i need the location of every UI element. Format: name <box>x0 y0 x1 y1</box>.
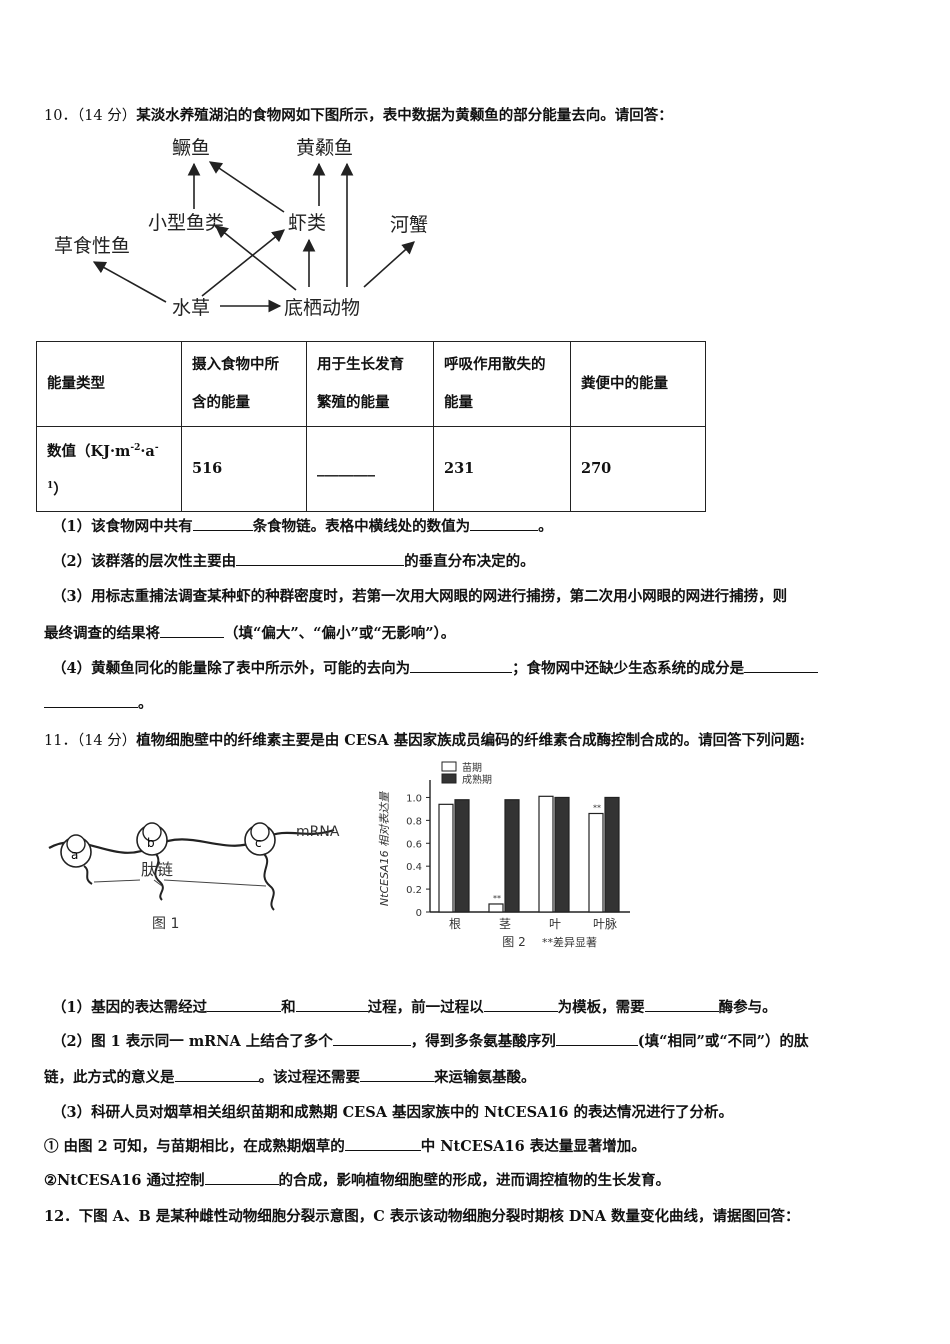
arrow-shuicao-to-caoshi <box>92 261 167 303</box>
table-header-cell: 摄入食物中所含的能量 <box>181 341 307 427</box>
x-tick-label: 茎 <box>499 917 511 931</box>
table-row: 数值（KJ·m-2·a-1） 516 ________ 231 270 <box>36 426 706 512</box>
q10-sub4-cont: 。 <box>44 692 153 713</box>
figure-1-translation: a b c mRNA 肽链 图 1 <box>48 822 340 932</box>
table-header-cell: 能量类型 <box>36 341 182 427</box>
arrow-shuicao-to-xia <box>201 229 285 297</box>
svg-text:a: a <box>71 848 78 862</box>
q10-sub2: （2）该群落的层次性主要由的垂直分布决定的。 <box>52 553 535 570</box>
q10-sub1: （1）该食物网中共有条食物链。表格中横线处的数值为。 <box>52 518 553 535</box>
bar-苗期-叶脉 <box>588 812 604 913</box>
arrow-xia-to-guiyu <box>208 161 285 213</box>
svg-text:b: b <box>147 836 155 850</box>
q10-stem: 10．（14 分）某淡水养殖湖泊的食物网如下图所示，表中数据为黄颡鱼的部分能量去… <box>44 104 673 125</box>
x-tick-label: 叶脉 <box>593 916 617 931</box>
mrna-label: mRNA <box>296 824 340 840</box>
x-tick-label: 根 <box>449 917 461 931</box>
energy-table: 能量类型 摄入食物中所含的能量 用于生长发育繁殖的能量 呼吸作用散失的能量 粪便… <box>36 341 706 512</box>
y-tick-label: 0.2 <box>406 885 422 896</box>
q10-stem-text: 某淡水养殖湖泊的食物网如下图所示，表中数据为黄颡鱼的部分能量去向。请回答： <box>136 107 673 124</box>
ribosome-c: c <box>244 822 276 856</box>
node-guiyu: 鳜鱼 <box>172 137 210 159</box>
table-cell-blank: ________ <box>306 426 434 512</box>
legend-label: 成熟期 <box>462 773 492 786</box>
q11-sub2-cont: 链，此方式的意义是。该过程还需要来运输氨基酸。 <box>44 1069 536 1086</box>
bar-成熟期-茎 <box>504 799 520 913</box>
table-row-label: 数值（KJ·m-2·a-1） <box>36 426 182 512</box>
significance-mark: ** <box>493 894 501 903</box>
bar-苗期-叶 <box>538 795 554 913</box>
food-web-diagram: 鳜鱼 黄颡鱼 小型鱼类 虾类 河蟹 草食性鱼 水草 底栖动物 <box>54 137 428 319</box>
y-tick-label: 0 <box>416 908 422 919</box>
q11-sub3: （3）科研人员对烟草相关组织苗期和成熟期 CESA 基因家族中的 NtCESA1… <box>52 1104 734 1121</box>
figure-1-caption: 图 1 <box>152 916 179 932</box>
table-header-cell: 呼吸作用散失的能量 <box>433 341 571 427</box>
q10-sub4: （4）黄颡鱼同化的能量除了表中所示外，可能的去向为；食物网中还缺少生态系统的成分… <box>52 657 819 678</box>
q10-number: 10． <box>44 108 77 124</box>
node-hexie: 河蟹 <box>390 214 428 236</box>
peptide-a <box>83 865 93 885</box>
arrow-diqi-to-xiaoxing <box>215 225 297 291</box>
arrow-diqi-to-hexie <box>363 241 415 288</box>
q10-sub3-cont: 最终调查的结果将（填“偏大”、“偏小”或“无影响”）。 <box>44 625 456 642</box>
node-xiaoxingyulei: 小型鱼类 <box>148 212 224 234</box>
y-axis-label: NtCESA16 相对表达量 <box>378 791 391 906</box>
node-shuicao: 水草 <box>172 297 210 319</box>
q11-sub1: （1）基因的表达需经过和过程，前一过程以为模板，需要酶参与。 <box>52 999 777 1016</box>
table-cell: 270 <box>570 426 706 512</box>
q10-score: （14 分） <box>76 108 137 124</box>
bar-苗期-茎 <box>488 903 504 913</box>
legend-swatch <box>441 761 457 772</box>
q12-stem: 12．下图 A、B 是某种雌性动物细胞分裂示意图，C 表示该动物细胞分裂时期核 … <box>44 1208 800 1225</box>
figure-2-caption: 图 2 <box>502 935 525 949</box>
table-header-row: 能量类型 摄入食物中所含的能量 用于生长发育繁殖的能量 呼吸作用散失的能量 粪便… <box>36 341 706 427</box>
peptide-label: 肽链 <box>141 860 173 879</box>
ribosome-b: b <box>136 822 168 856</box>
legend-swatch <box>441 773 457 784</box>
bar-成熟期-叶脉 <box>604 796 620 913</box>
peptide-b <box>154 853 164 901</box>
table-cell: 516 <box>181 426 307 512</box>
node-caoshixingyu: 草食性鱼 <box>54 235 130 257</box>
bar-苗期-根 <box>438 803 454 913</box>
table-cell: 231 <box>433 426 571 512</box>
figure-2-note: **差异显著 <box>542 935 597 949</box>
node-huangsangyu: 黄颡鱼 <box>296 137 353 159</box>
q11-sub3-2: ②NtCESA16 通过控制的合成，影响植物细胞壁的形成，进而调控植物的生长发育… <box>44 1172 670 1189</box>
y-tick-label: 0.4 <box>406 862 422 873</box>
node-xialei: 虾类 <box>288 212 326 234</box>
bar-成熟期-根 <box>454 799 470 913</box>
peptide-c <box>263 853 275 911</box>
x-tick-label: 叶 <box>549 917 561 931</box>
y-tick-label: 0.8 <box>406 816 422 827</box>
ribosome-a: a <box>60 834 92 868</box>
bar-成熟期-叶 <box>554 796 570 913</box>
q10-sub3: （3）用标志重捕法调查某种虾的种群密度时，若第一次用大网眼的网进行捕捞，第二次用… <box>52 588 788 605</box>
node-diqidongwu: 底栖动物 <box>284 297 360 319</box>
q11-stem: 11．（14 分）植物细胞壁中的纤维素主要是由 CESA 基因家族成员编码的纤维… <box>44 732 806 749</box>
mrna-strand <box>48 828 335 854</box>
table-header-cell: 用于生长发育繁殖的能量 <box>306 341 434 427</box>
significance-mark: ** <box>593 803 601 812</box>
q11-sub2: （2）图 1 表示同一 mRNA 上结合了多个，得到多条氨基酸序列(填“相同”或… <box>52 1033 809 1050</box>
q11-sub3-1: ① 由图 2 可知，与苗期相比，在成熟期烟草的中 NtCESA16 表达量显著增… <box>44 1138 646 1155</box>
svg-text:c: c <box>255 836 262 850</box>
y-tick-label: 1.0 <box>406 793 422 804</box>
y-tick-label: 0.6 <box>406 839 422 850</box>
legend-label: 苗期 <box>462 762 482 774</box>
table-header-cell: 粪便中的能量 <box>570 341 706 427</box>
